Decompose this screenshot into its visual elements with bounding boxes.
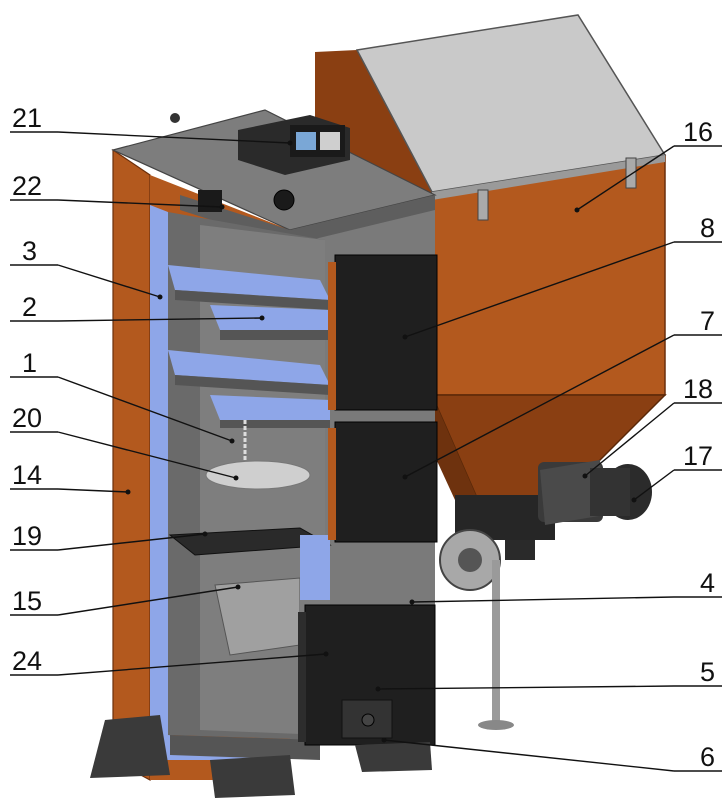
deflector-plate (205, 420, 311, 490)
door-lower (298, 604, 436, 746)
top-knob (170, 113, 180, 123)
label-19: 19 (12, 521, 42, 551)
label-24: 24 (12, 646, 42, 676)
controller (238, 115, 350, 175)
label-3: 3 (22, 236, 37, 266)
door-upper (328, 254, 438, 411)
door-middle (328, 421, 438, 543)
feeder-leg (492, 560, 500, 725)
hopper-latch (625, 157, 637, 189)
insulation-layer (150, 205, 290, 760)
callout-labels: 21 22 3 2 1 20 14 19 (10, 103, 722, 772)
thermometer (273, 189, 295, 211)
label-8: 8 (700, 213, 715, 243)
controller-display (296, 132, 316, 150)
label-16: 16 (683, 117, 713, 147)
label-5: 5 (700, 657, 715, 687)
burner-feeder-assembly (439, 460, 652, 730)
label-22: 22 (12, 171, 42, 201)
boiler-legs (90, 715, 432, 798)
label-6: 6 (700, 742, 715, 772)
label-20: 20 (12, 403, 42, 433)
heat-exchanger-baffles (168, 265, 330, 428)
label-21: 21 (12, 103, 42, 133)
label-17: 17 (683, 441, 713, 471)
front-switch (198, 190, 222, 212)
label-7: 7 (700, 306, 715, 336)
label-2: 2 (22, 292, 37, 322)
label-18: 18 (683, 374, 713, 404)
label-14: 14 (12, 460, 42, 490)
label-1: 1 (22, 348, 37, 378)
hopper-latch (477, 189, 489, 221)
door-knob (361, 713, 375, 727)
label-15: 15 (12, 586, 42, 616)
label-4: 4 (700, 568, 715, 598)
